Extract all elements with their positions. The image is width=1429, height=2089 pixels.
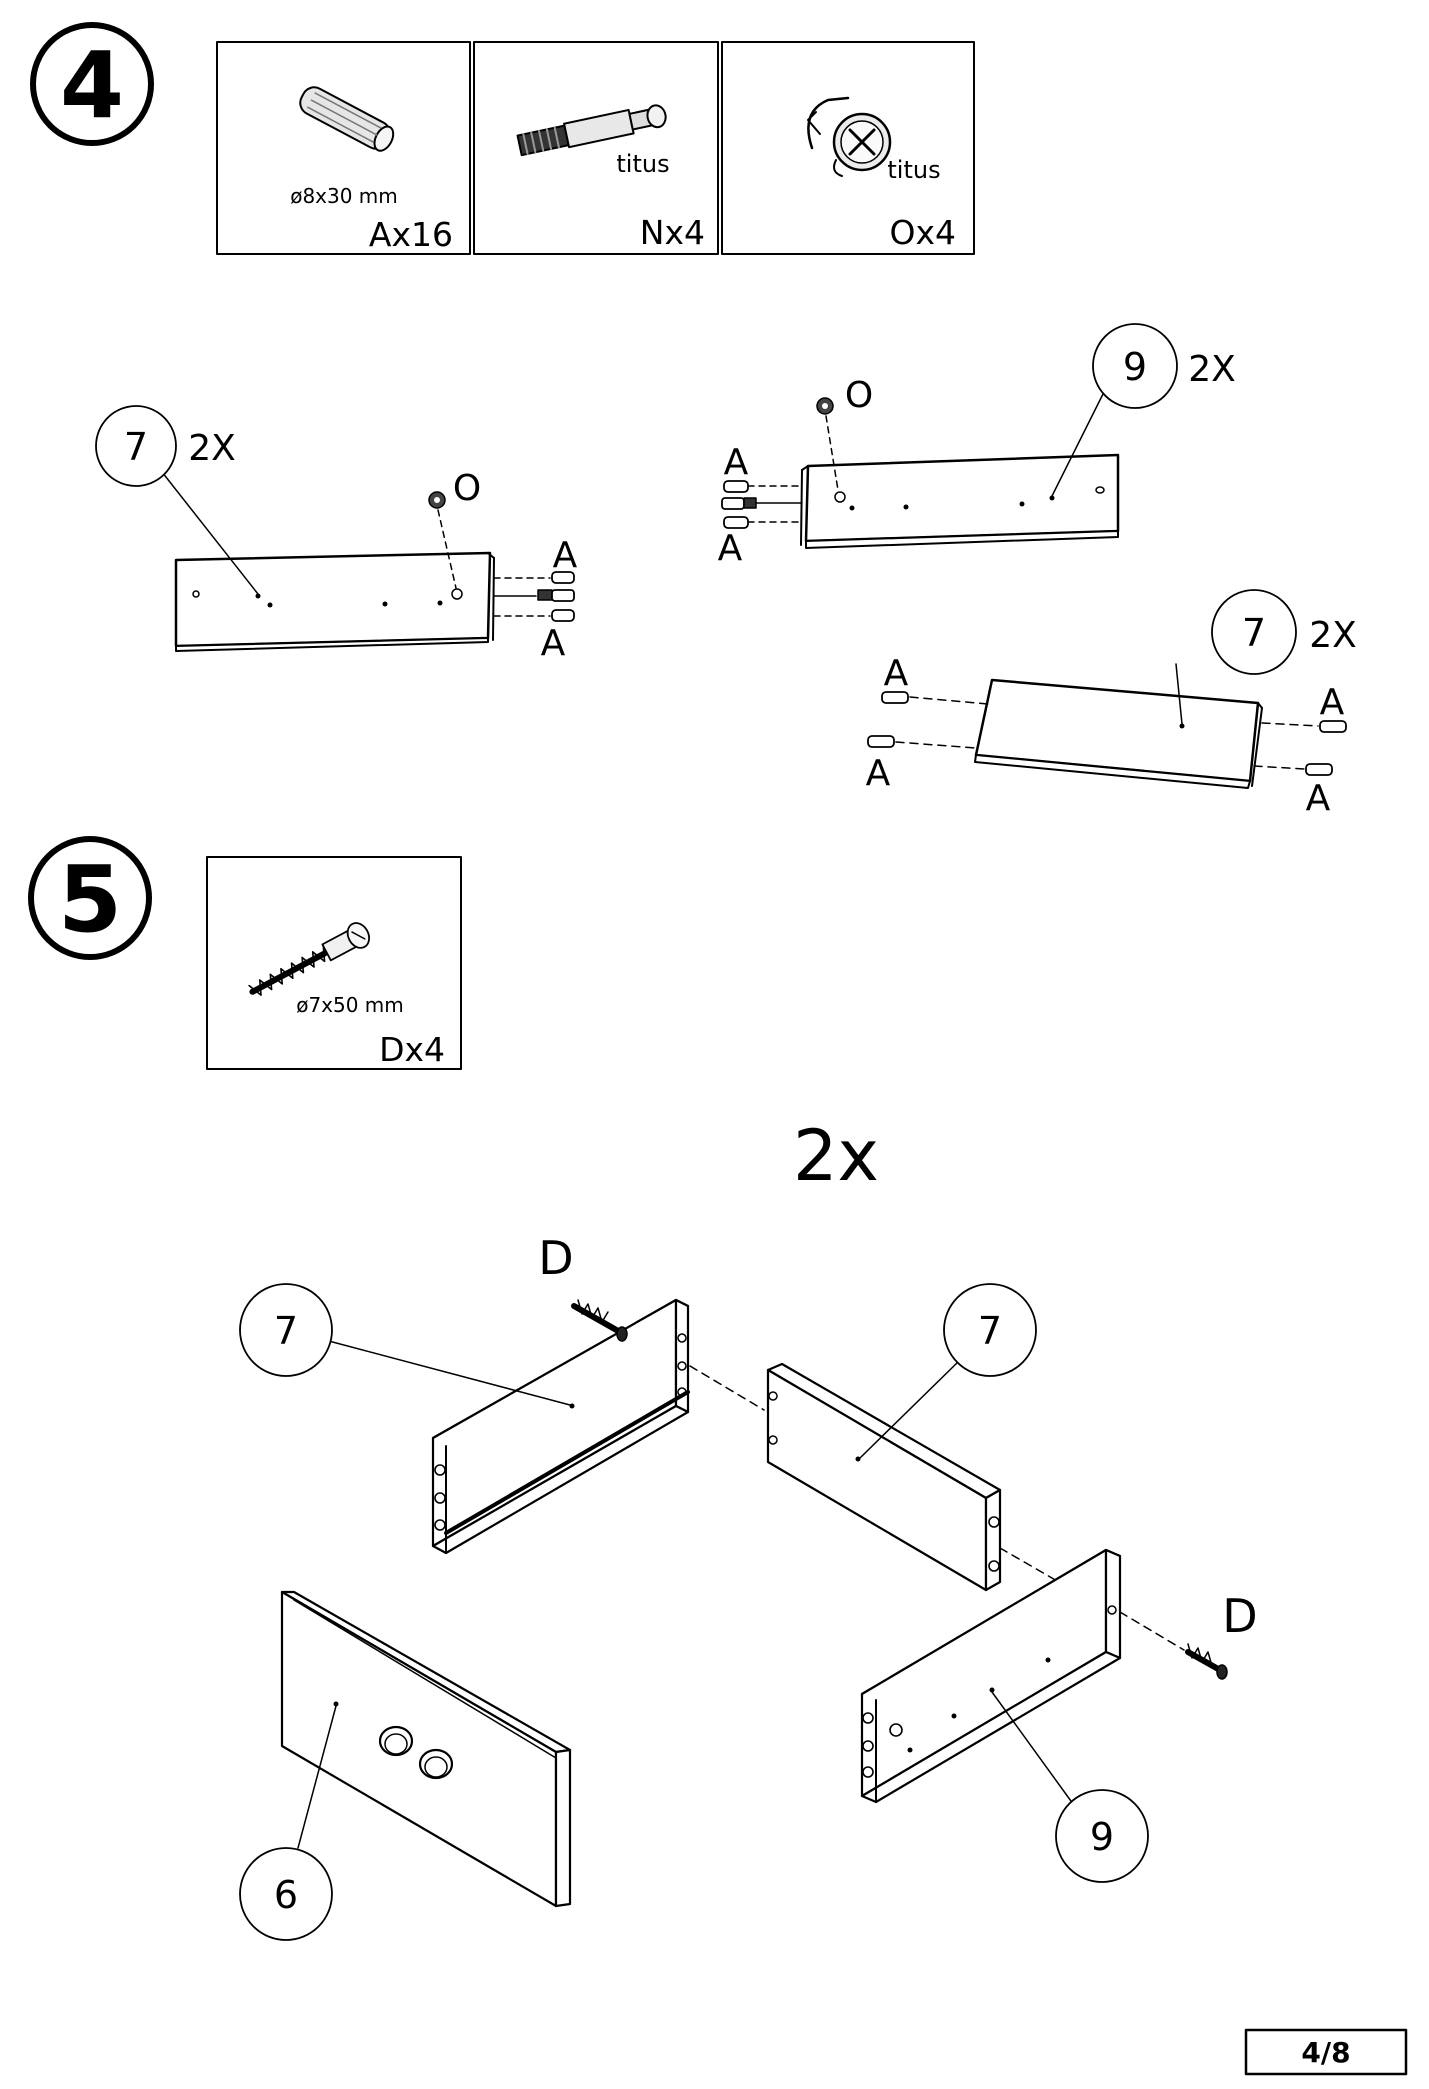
letter-o-right: O: [845, 375, 873, 416]
step-4-hardware-box-cam-bolt: titus Nx4: [473, 41, 719, 255]
wood-dowel-icon: [299, 86, 395, 152]
cam-lock-icon: [807, 96, 892, 177]
step-4-panel-7-left: [161, 471, 495, 652]
step-5-callout-6: 6: [239, 1847, 333, 1941]
step-5-callout-6-label: 6: [274, 1873, 298, 1917]
letter-a-right-top: A: [724, 442, 749, 483]
letter-a-bottom-left-bottom: A: [866, 753, 891, 794]
callout-7-right-label: 7: [1242, 611, 1266, 655]
step-4-callout-7-right: 7 2X: [1211, 589, 1357, 675]
page-number-box: 4/8: [1244, 2028, 1408, 2076]
letter-a-bottom-right-top: A: [1320, 682, 1345, 723]
cam-lock-brand: titus: [887, 156, 940, 184]
letter-a-right-bottom: A: [718, 528, 743, 569]
step-5-panel-7-right: [766, 1359, 1002, 1592]
step-5-callout-7-right-label: 7: [978, 1309, 1002, 1353]
step-4-panel-7-right: [974, 663, 1263, 789]
step-5-connection-dash-top: [689, 1365, 765, 1411]
step-5-panel-9: [860, 1548, 1122, 1809]
letter-o-left: O: [453, 468, 481, 509]
letter-a-bottom-left-top: A: [884, 653, 909, 694]
step-4-callout-9: 9 2X: [1092, 323, 1236, 409]
step-4-badge: 4: [30, 22, 154, 146]
screw-dimension: ø7x50 mm: [296, 993, 404, 1017]
callout-7-right-multiplier: 2X: [1309, 615, 1357, 656]
step-4-cam-lock-right: O: [816, 375, 873, 491]
step-4-number: 4: [60, 32, 124, 139]
step-4-dowels-left: A A: [493, 535, 578, 664]
step-5-panel-7-left: [324, 1298, 690, 1555]
letter-d-left: D: [538, 1231, 573, 1285]
step-5-callout-7-right: 7: [943, 1283, 1037, 1377]
step-4-hardware-box-cam-lock: titus Ox4: [721, 41, 975, 255]
callout-9-multiplier: 2X: [1188, 349, 1236, 390]
cam-bolt-quantity: Nx4: [640, 213, 705, 252]
step-4-dowels-panel-7-right: A A A A: [866, 653, 1347, 819]
callout-7-left-multiplier: 2X: [188, 428, 236, 469]
letter-a-left-top: A: [553, 535, 578, 576]
step-5-screw-d-right: D: [1119, 1589, 1258, 1680]
step-5-hardware-box-screw: ø7x50 mm Dx4: [206, 856, 462, 1070]
cam-bolt-brand: titus: [616, 150, 669, 178]
callout-9-label: 9: [1123, 345, 1147, 389]
step-5-callout-7-left-label: 7: [274, 1309, 298, 1353]
step-5-multiplier: 2x: [793, 1115, 879, 1197]
letter-a-bottom-right-bottom: A: [1306, 778, 1331, 819]
dowel-dimension: ø8x30 mm: [290, 184, 398, 208]
step-5-screw-d-left: D: [538, 1231, 628, 1342]
confirmat-screw-icon: [248, 922, 371, 996]
step-5-callout-7-left: 7: [239, 1283, 333, 1377]
callout-7-left-label: 7: [124, 425, 148, 469]
step-5-number: 5: [58, 846, 122, 953]
page-number: 4/8: [1301, 2036, 1350, 2069]
dowel-quantity: Ax16: [369, 215, 453, 254]
step-5-panel-6: [280, 1590, 572, 1908]
cam-lock-quantity: Ox4: [890, 213, 957, 252]
step-4-cam-lock-left: O: [428, 468, 481, 589]
step-5-callout-9: 9: [1055, 1789, 1149, 1883]
step-4-dowels-right: A A: [718, 442, 803, 569]
step-5-callout-9-label: 9: [1090, 1815, 1114, 1859]
step-4-hardware-box-dowel: ø8x30 mm Ax16: [216, 41, 471, 255]
letter-d-right: D: [1222, 1589, 1257, 1643]
step-4-panel-9: [800, 387, 1120, 549]
letter-a-left-bottom: A: [541, 623, 566, 664]
step-5-badge: 5: [28, 836, 152, 960]
screw-quantity: Dx4: [379, 1030, 445, 1069]
step-4-callout-7-left: 7 2X: [95, 405, 236, 487]
cam-bolt-icon: [516, 104, 667, 157]
